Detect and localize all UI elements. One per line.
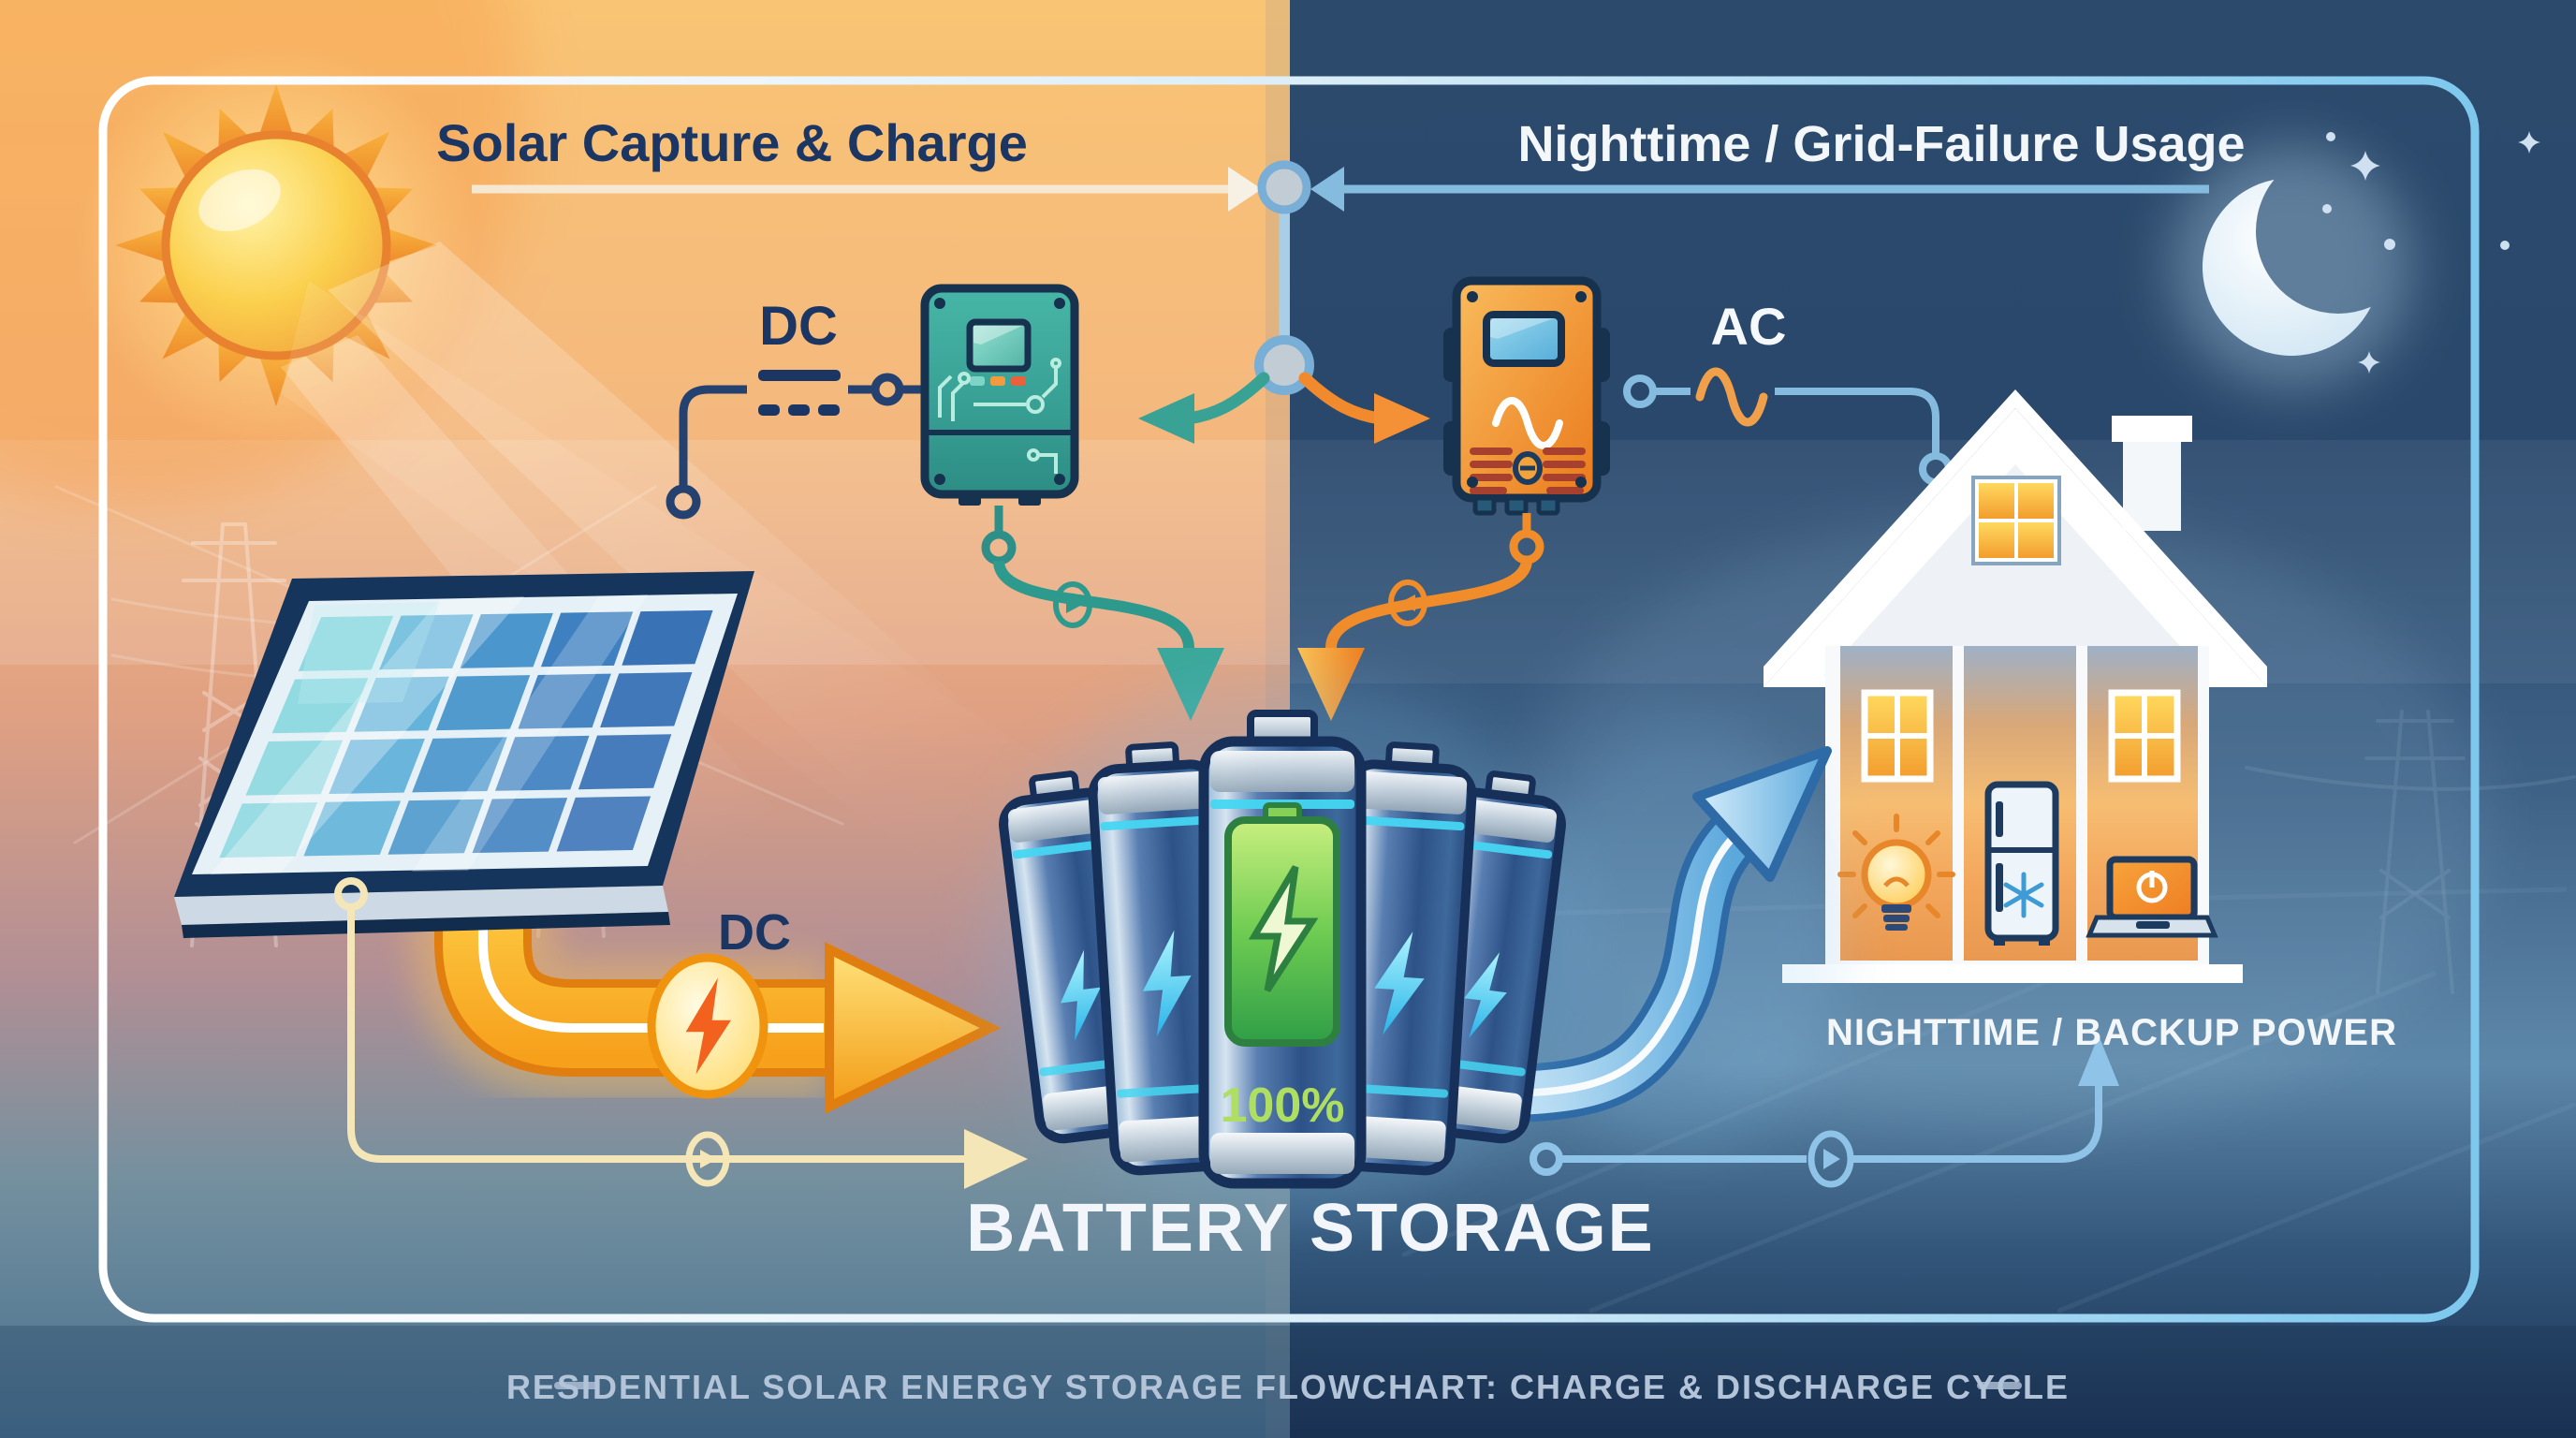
day-charge-rail: [334, 877, 1028, 1189]
solar-cell: [600, 672, 693, 727]
room-window: [2108, 689, 2181, 783]
fridge-icon: [1984, 781, 2059, 946]
charge-arrowhead-icon: [825, 941, 1002, 1115]
solar-cell: [245, 740, 344, 796]
charge-controller-icon: [920, 284, 1079, 506]
junction: [1138, 160, 1430, 444]
solar-cell: [354, 676, 449, 732]
solar-cell: [303, 800, 402, 857]
battery-charge-level: 100%: [1221, 1078, 1345, 1133]
night-title: Nighttime / Grid-Failure Usage: [1517, 116, 2245, 172]
solar-cell: [271, 678, 369, 734]
to-controller-arrow-icon: [1138, 393, 1194, 444]
solar-cell: [435, 675, 531, 731]
night-discharge-rail: [1530, 1035, 2119, 1188]
solar-cell: [472, 798, 568, 854]
day-title: Solar Capture & Charge: [436, 113, 1028, 172]
stars: [2322, 131, 2540, 374]
junction-node-icon: [1254, 335, 1314, 395]
inverter-icon: [1443, 276, 1610, 516]
room-window: [1861, 689, 1934, 783]
circuit-traces: [938, 358, 1061, 474]
solar-dc-charge-arrow: [413, 854, 1002, 1115]
sun-ray: [385, 227, 437, 263]
solar-cell: [494, 735, 590, 791]
dc-symbol-icon: [758, 370, 841, 416]
star-icon: [2518, 131, 2540, 154]
battery-to-house-arrow: [1497, 721, 1844, 1152]
snowflake-icon: [2003, 872, 2044, 918]
flow-arrow-icon: [1823, 1149, 1840, 1169]
lightbulb-icon: [1837, 814, 1955, 931]
ac-sine-icon: [1492, 397, 1563, 449]
night-title-arrow: [1310, 167, 2209, 212]
footer: RESIDENTIAL SOLAR ENERGY STORAGE FLOWCHA…: [506, 1368, 2070, 1406]
house-icon: [1764, 389, 2267, 983]
star-icon: [2358, 351, 2380, 374]
sun-ray: [115, 227, 168, 263]
inverter-screen: [1483, 311, 1565, 367]
attic-window: [1971, 476, 2061, 565]
solar-cell: [460, 612, 553, 668]
day-title-arrow: [472, 167, 1262, 212]
charge-arrow-icon: [1157, 648, 1224, 721]
controller-screen: [966, 318, 1032, 373]
solar-cell: [540, 611, 634, 668]
laptop-icon: [2086, 856, 2218, 938]
flow-arrow-icon: [2078, 1035, 2119, 1086]
house-base: [1782, 964, 2243, 983]
solar-cell: [219, 801, 318, 858]
solar-panel-icon: [174, 571, 754, 938]
controller-to-battery-path: [981, 506, 1224, 721]
flow-arrow-icon: [1399, 594, 1415, 611]
house-power-label: NIGHTTIME / BACKUP POWER: [1826, 1012, 2397, 1053]
ac-label: AC: [1711, 297, 1787, 356]
to-inverter-arrow-icon: [1374, 393, 1430, 444]
diagram-border: [98, 76, 2480, 1323]
footer-caption: RESIDENTIAL SOLAR ENERGY STORAGE FLOWCHA…: [506, 1368, 2070, 1406]
solar-cell: [379, 614, 474, 670]
solar-cell: [412, 737, 507, 793]
sun-ray: [258, 84, 294, 137]
star-icon: [2350, 151, 2380, 181]
flow-arrow-icon: [964, 1129, 1028, 1189]
moon-icon: [2170, 145, 2413, 389]
inverter-to-battery-path: [1297, 513, 1544, 721]
flow-arrow-icon: [1066, 596, 1082, 613]
battery-storage-label: BATTERY STORAGE: [966, 1191, 1654, 1266]
solar-cell: [578, 734, 672, 790]
solar-cell: [388, 799, 485, 855]
dc-charge-label: DC: [718, 904, 791, 961]
battery-icon-main: 100%: [1198, 710, 1367, 1189]
solar-cell: [329, 738, 425, 795]
solar-cell: [556, 796, 651, 852]
junction-node-icon: [1257, 160, 1311, 214]
discharge-arrowhead-icon: [1692, 746, 1832, 882]
solar-cell: [518, 673, 611, 729]
solar-cell: [298, 615, 394, 671]
battery-bank: 100%: [983, 674, 1582, 1217]
flow-arrow-icon: [700, 1150, 717, 1168]
ac-sine-icon: [1695, 367, 1768, 427]
dc-label: DC: [759, 296, 838, 357]
dc-input: DC: [666, 296, 923, 520]
solar-cell: [622, 609, 713, 666]
